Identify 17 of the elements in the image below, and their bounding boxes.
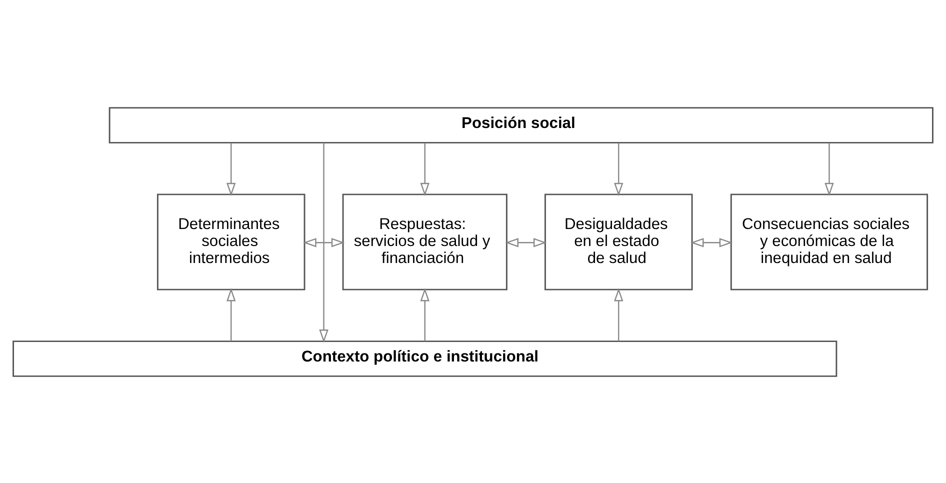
node-box: Contexto político e institucional <box>12 340 838 376</box>
arrow <box>690 237 733 247</box>
arrow <box>614 142 624 196</box>
arrow <box>319 142 328 342</box>
arrow <box>420 142 430 196</box>
arrow <box>505 237 547 247</box>
node-box: Determinantes sociales intermedios <box>156 193 306 290</box>
node-box: Consecuencias sociales y económicas de la inequidad en salud <box>730 193 928 290</box>
node-box: Desigualdades en el estado de salud <box>544 193 693 290</box>
node-box: Respuestas: servicios de salud y financiación <box>342 193 508 290</box>
arrow <box>303 237 345 247</box>
arrow <box>226 142 236 196</box>
arrow <box>614 288 624 341</box>
node-box: Posición social <box>108 106 934 143</box>
arrow <box>824 142 834 196</box>
arrow <box>420 288 430 341</box>
arrow <box>226 288 236 341</box>
